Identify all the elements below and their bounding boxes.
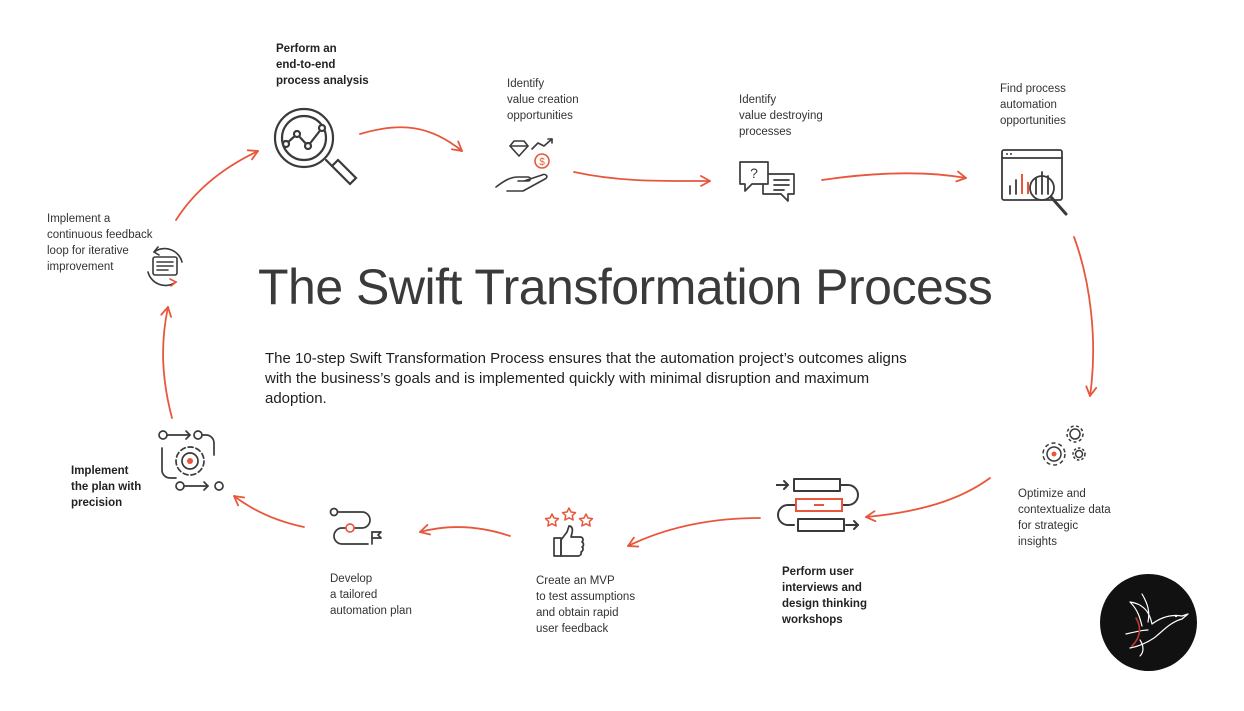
page-title: The Swift Transformation Process xyxy=(258,259,993,315)
description-text: The 10-step Swift Transformation Process… xyxy=(265,350,907,407)
step-5-label: Optimize and contextualize data for stra… xyxy=(1018,488,1111,548)
svg-text:$: $ xyxy=(539,157,545,168)
feedback-loop-icon xyxy=(147,246,183,287)
arrow-step1-to-step2 xyxy=(359,126,463,152)
step-10-label: Implement a continuous feedback loop for… xyxy=(47,213,153,273)
hand-diamond-dollar-icon: $ xyxy=(495,138,553,192)
svg-text:?: ? xyxy=(750,165,758,181)
arrow-step8-to-step9 xyxy=(233,495,305,528)
arrow-step7-to-step8 xyxy=(419,523,511,537)
arrow-step3-to-step4 xyxy=(821,170,967,183)
path-flag-icon xyxy=(329,507,382,545)
step-8-label: Develop a tailored automation plan xyxy=(330,573,412,617)
step-2-label: Identify value creation opportunities xyxy=(507,78,579,122)
step-3-label: Identify value destroying processes xyxy=(739,94,823,138)
dashboard-search-icon xyxy=(1001,149,1068,216)
arrow-step2-to-step3 xyxy=(573,171,711,187)
step-7-label: Create an MVP to test assumptions and ob… xyxy=(536,575,636,635)
chat-question-icon: ? xyxy=(739,161,795,202)
hummingbird-logo-icon xyxy=(1100,574,1197,671)
flow-blocks-icon xyxy=(776,478,859,532)
arrow-step10-to-step1 xyxy=(175,149,259,221)
step-4-label: Find process automation opportunities xyxy=(1000,83,1066,127)
arrow-step4-to-step5 xyxy=(1073,236,1098,397)
arrow-step9-to-step10 xyxy=(160,306,173,419)
arrow-step6-to-step7 xyxy=(627,517,761,548)
step-1-label: Perform an end-to-end process analysis xyxy=(276,43,369,87)
gear-network-icon xyxy=(158,430,224,491)
step-6-label: Perform user interviews and design think… xyxy=(782,566,867,626)
magnifier-chart-icon xyxy=(273,107,358,186)
thumbs-up-stars-icon xyxy=(544,507,594,557)
step-9-label: Implement the plan with precision xyxy=(71,465,142,509)
arrow-step5-to-step6 xyxy=(865,477,991,523)
gears-icon xyxy=(1042,425,1086,466)
